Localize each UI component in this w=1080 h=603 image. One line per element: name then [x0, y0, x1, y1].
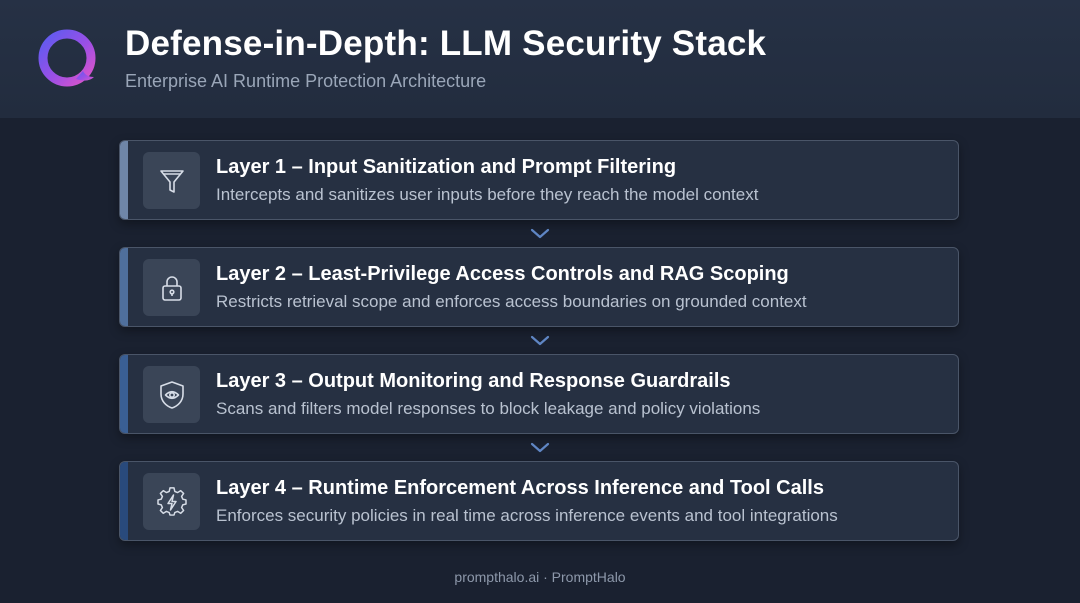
layer-title: Layer 2 – Least-Privilege Access Control…: [216, 263, 789, 285]
chevron-down-icon: [530, 442, 550, 453]
layer-accent-bar: [120, 462, 128, 540]
layer-description: Enforces security policies in real time …: [216, 506, 838, 525]
layer-card-2: Layer 2 – Least-Privilege Access Control…: [119, 247, 959, 327]
layer-title: Layer 1 – Input Sanitization and Prompt …: [216, 156, 677, 178]
footer-credit: prompthalo.ai · PromptHalo: [454, 569, 626, 585]
layer-card-4: Layer 4 – Runtime Enforcement Across Inf…: [119, 461, 959, 541]
layer-description: Intercepts and sanitizes user inputs bef…: [216, 185, 759, 204]
chevron-down-icon: [530, 228, 550, 239]
prompthalo-logo: [38, 29, 96, 87]
layer-icon-box: [143, 366, 200, 423]
layer-card-3: Layer 3 – Output Monitoring and Response…: [119, 354, 959, 434]
header: Defense-in-Depth: LLM Security Stack Ent…: [0, 0, 1080, 118]
layer-icon-box: [143, 473, 200, 530]
layer-card-1: Layer 1 – Input Sanitization and Prompt …: [119, 140, 959, 220]
lock-icon: [161, 275, 182, 301]
page-title: Defense-in-Depth: LLM Security Stack: [125, 24, 767, 63]
shield-eye-icon: [159, 380, 184, 409]
layer-description: Scans and filters model responses to blo…: [216, 399, 761, 418]
layer-title: Layer 4 – Runtime Enforcement Across Inf…: [216, 477, 824, 499]
layer-title: Layer 3 – Output Monitoring and Response…: [216, 370, 731, 392]
layer-icon-box: [143, 152, 200, 209]
layer-accent-bar: [120, 141, 128, 219]
layer-accent-bar: [120, 355, 128, 433]
chevron-down-icon: [530, 335, 550, 346]
funnel-icon: [159, 169, 184, 193]
gear-bolt-icon: [156, 486, 187, 516]
layer-icon-box: [143, 259, 200, 316]
layer-accent-bar: [120, 248, 128, 326]
layer-description: Restricts retrieval scope and enforces a…: [216, 292, 807, 311]
page-subtitle: Enterprise AI Runtime Protection Archite…: [125, 71, 487, 91]
